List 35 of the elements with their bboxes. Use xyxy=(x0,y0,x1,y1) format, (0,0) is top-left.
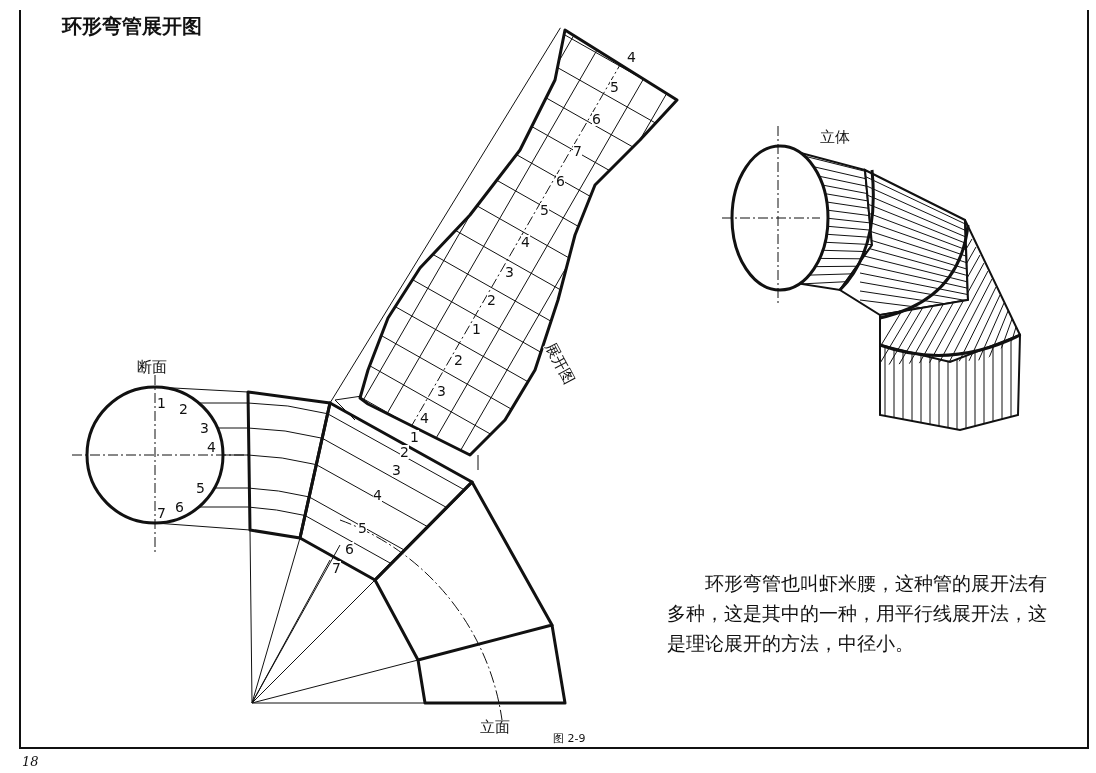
point-number: 5 xyxy=(196,481,205,495)
view-label: 立体 xyxy=(820,130,850,145)
point-number: 3 xyxy=(505,265,514,279)
point-number: 3 xyxy=(392,463,401,477)
point-number: 6 xyxy=(175,500,184,514)
point-number: 2 xyxy=(454,353,463,367)
point-number: 2 xyxy=(179,402,188,416)
point-number: 4 xyxy=(207,440,216,454)
point-number: 7 xyxy=(157,506,166,520)
point-number: 1 xyxy=(410,430,419,444)
point-number: 6 xyxy=(592,112,601,126)
description-paragraph: 环形弯管也叫虾米腰，这种管的展开法有多种，这是其中的一种，用平行线展开法，这是理论展开的方法，中径小。 xyxy=(667,571,1048,656)
point-number: 4 xyxy=(420,411,429,425)
view-label: 展开图 xyxy=(542,340,578,387)
point-number: 3 xyxy=(437,384,446,398)
point-number: 1 xyxy=(157,396,166,410)
point-number: 6 xyxy=(556,174,565,188)
point-number: 4 xyxy=(521,235,530,249)
point-number: 4 xyxy=(627,50,636,64)
view-label: 断面 xyxy=(137,360,167,375)
figure-caption: 图 2-9 xyxy=(553,733,586,744)
point-number: 1 xyxy=(472,322,481,336)
point-number: 5 xyxy=(610,80,619,94)
title: 环形弯管展开图 xyxy=(62,16,202,36)
point-number: 7 xyxy=(573,144,582,158)
point-number: 3 xyxy=(200,421,209,435)
page-number: 18 xyxy=(22,755,39,768)
point-number: 2 xyxy=(487,293,496,307)
point-number: 2 xyxy=(400,445,409,459)
point-number: 4 xyxy=(373,488,382,502)
point-number: 5 xyxy=(358,521,367,535)
point-number: 5 xyxy=(540,203,549,217)
view-label: 立面 xyxy=(480,720,510,735)
point-number: 7 xyxy=(332,561,341,575)
point-number: 6 xyxy=(345,542,354,556)
